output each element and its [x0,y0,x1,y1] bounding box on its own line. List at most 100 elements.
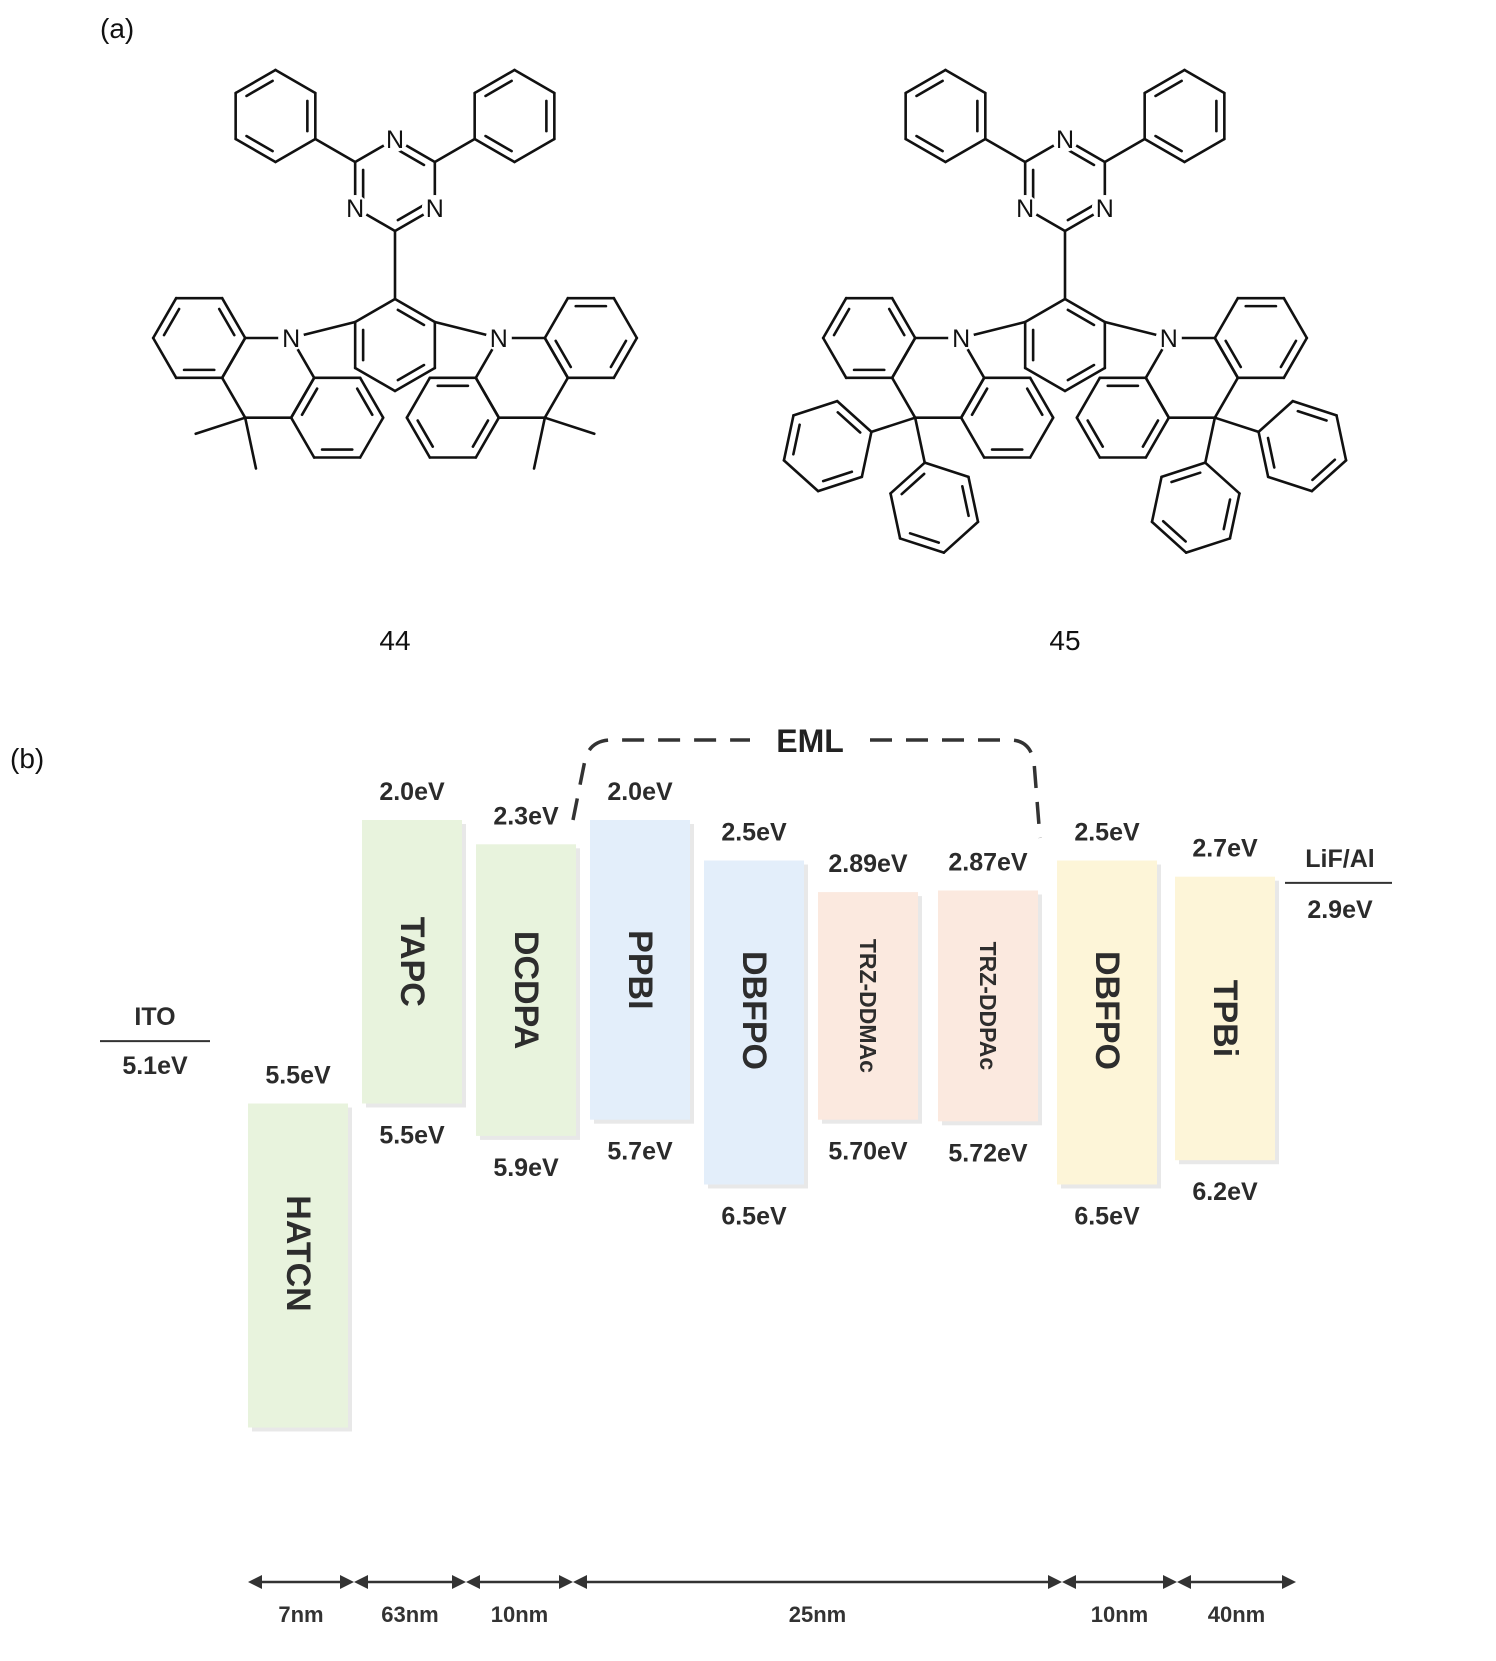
acridine-left: N [151,296,385,470]
layer-name-label: TPBi [1206,980,1244,1057]
acridine-benzo-ring-b [821,296,917,380]
compound-label-45: 45 [1049,625,1080,656]
acridine-right: N [405,296,639,470]
acridine-benzo-ring-a [1213,296,1309,380]
thickness-segment-3: 25nm [573,1575,1062,1627]
central-benzene-ring [353,297,437,393]
layer-name-label: TRZ-DDMAc [855,939,881,1073]
acridine-benzo-ring-b [1075,376,1171,459]
layer-name-label: PPBI [621,930,659,1009]
layer-lumo-label: 2.0eV [607,778,673,806]
acridine-nitrogen-right: N [1160,325,1178,353]
triazine-phenyl-right [473,68,556,164]
layer-tpbi-8: 2.7eV 6.2eV TPBi [1175,835,1279,1206]
acridine-benzo-ring-a [959,376,1055,459]
layer-lumo-label: 2.89eV [828,850,908,878]
layer-ppbi-3: 2.0eV 5.7eV PPBI [590,778,694,1166]
panel-b-label: (b) [10,743,44,774]
acridine-benzo-ring-b [151,296,247,380]
layer-bar [818,892,918,1120]
triazine-phenyl-left [904,68,987,164]
triazine-phenyl-right [1143,68,1226,164]
acridine-nitrogen-left: N [952,325,970,353]
triazine-nitrogen-top: N [1056,126,1074,154]
c9-phenyl-a [1150,461,1241,554]
triazine-nitrogen-left: N [346,195,364,223]
layer-bar [590,820,690,1120]
thickness-label: 25nm [789,1602,846,1627]
layer-bar [248,1103,348,1428]
layer-lumo-label: 2.87eV [948,848,1028,876]
layer-homo-label: 6.5eV [1074,1203,1140,1231]
layer-lumo-label: 2.3eV [493,802,559,830]
thickness-segment-0: 7nm [248,1575,354,1627]
eml-bracket: EML [571,723,1042,839]
layer-bar [704,860,804,1185]
layer-dbfpo-4: 2.5eV 6.5eV DBFPO [704,819,808,1231]
layer-homo-label: 5.7eV [607,1138,673,1166]
layer-tapc-1: 2.0eV 5.5eV TAPC [362,778,466,1150]
ito-name: ITO [134,1003,175,1031]
thickness-label: 10nm [1091,1602,1148,1627]
c9-phenyl-a [782,399,873,493]
layer-name-label: TRZ-DDPAc [975,942,1001,1071]
layer-trz-ddpac-6: 2.87eV 5.72eV TRZ-DDPAc [938,848,1042,1167]
layer-lumo-label: 2.0eV [379,778,445,806]
layer-trz-ddmac-5: 2.89eV 5.70eV TRZ-DDMAc [818,850,922,1166]
layer-homo-label: 5.70eV [828,1138,908,1166]
c9-phenyl-b [889,461,980,554]
thickness-segment-1: 63nm [354,1575,466,1627]
layer-homo-label: 6.5eV [721,1203,787,1231]
layer-name-label: DCDPA [507,931,545,1049]
acridine-benzo-ring-b [405,376,501,459]
acridine-benzo-ring-a [289,376,385,459]
panel-a-label: (a) [100,13,134,44]
triazine-phenyl-left [234,68,317,164]
triazine-nitrogen-right: N [1096,195,1114,223]
compound-label-44: 44 [379,625,410,656]
layer-bar [476,844,576,1136]
thickness-label: 10nm [491,1602,548,1627]
layer-lumo-label: 2.7eV [1192,835,1258,863]
panel-b-energy-diagram: (b)EMLITO5.1eVLiF/Al2.9eV5.5eVHATCN2.0eV… [10,723,1392,1627]
acridine-benzo-ring-a [543,296,639,380]
central-benzene-ring [1023,297,1107,393]
layer-bar [1175,876,1275,1161]
ito-energy: 5.1eV [122,1052,188,1080]
electrode-ito: ITO 5.1eV [100,1003,210,1080]
acridine-nitrogen-right: N [490,325,508,353]
layer-name-label: HATCN [279,1195,317,1311]
acridine-left: N [782,296,1055,554]
thickness-label: 40nm [1208,1602,1265,1627]
thickness-label: 7nm [278,1602,323,1627]
thickness-label: 63nm [381,1602,438,1627]
thickness-segment-5: 40nm [1177,1575,1296,1627]
layer-bar [362,820,462,1104]
electrode-lif-al: LiF/Al2.9eV [1285,845,1392,924]
layer-homo-label: 5.5eV [379,1122,445,1150]
acridine-right: N [1075,296,1348,554]
triazine-ring: NNN [1012,126,1118,233]
triazine-nitrogen-top: N [386,126,404,154]
layer-lumo-label: 2.5eV [721,819,787,847]
thickness-scale: 7nm 63nm 10nm 25nm 10nm 40nm [248,1575,1296,1627]
acridine-nitrogen-left: N [282,325,300,353]
layer-bar [1057,860,1157,1185]
lif-al-energy: 2.9eV [1307,896,1373,924]
c9-phenyl-b [1257,399,1348,493]
layer-lumo-label: 2.5eV [1074,819,1140,847]
layer-homo-label: 5.72eV [948,1139,1028,1167]
thickness-segment-2: 10nm [466,1575,573,1627]
layer-homo-label: 6.2eV [1192,1178,1258,1206]
layer-dbfpo-7: 2.5eV 6.5eV DBFPO [1057,819,1161,1231]
layer-name-label: DBFPO [1088,951,1126,1070]
layer-name-label: DBFPO [735,951,773,1070]
layer-name-label: TAPC [393,917,431,1007]
thickness-segment-4: 10nm [1062,1575,1177,1627]
layer-homo-label: 5.9eV [493,1154,559,1182]
